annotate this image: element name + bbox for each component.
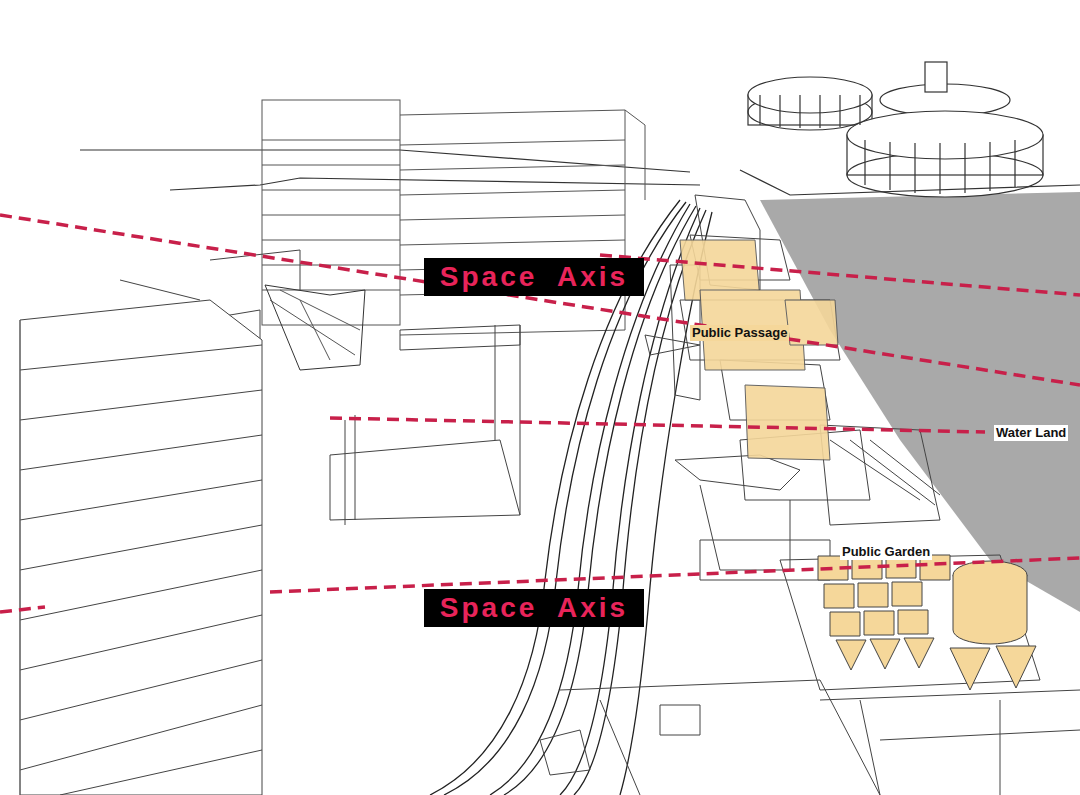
axis-tag: Space Axis: [424, 258, 644, 296]
space-axis-lines: [0, 215, 1080, 612]
gas-tanks: [748, 62, 1043, 197]
axis-title: Space Axis: [440, 591, 628, 625]
plan-label: Public Garden: [840, 544, 932, 560]
garden-planters: [818, 554, 1036, 690]
axis-tag: Space Axis: [424, 589, 644, 627]
plan-label: Public Passage: [690, 325, 789, 341]
axis-title: Space Axis: [440, 260, 628, 294]
left-building: [20, 300, 262, 795]
tower: [262, 100, 645, 370]
rail-tracks: [430, 200, 712, 795]
plan-label: Water Land: [994, 425, 1068, 441]
